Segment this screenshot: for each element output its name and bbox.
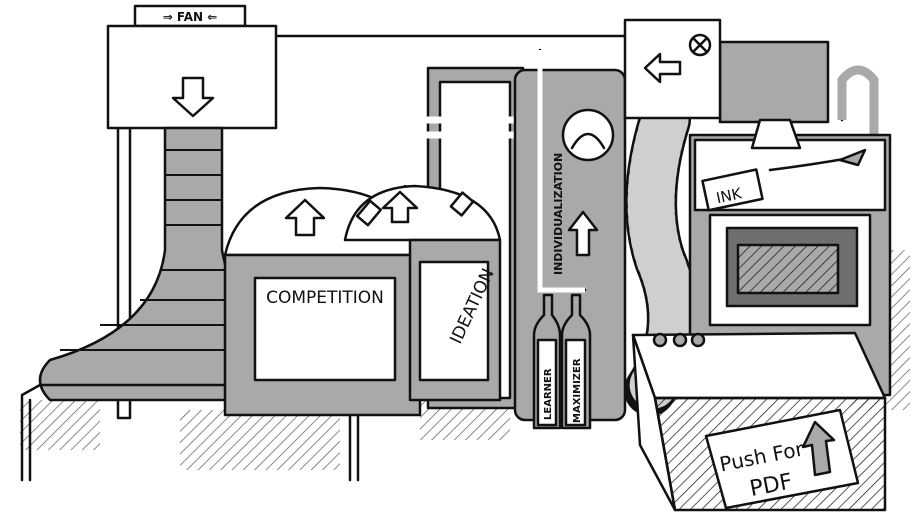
push-for-pdf-button[interactable]: Push For PDF: [704, 408, 860, 510]
fan-label: ⇒ FAN ⇐: [163, 10, 218, 24]
ideation-tank: IDEATION: [343, 184, 502, 402]
pipes: [296, 65, 879, 192]
fan-unit: ⇒ FAN ⇐: [106, 4, 278, 130]
competition-label: COMPETITION: [266, 288, 384, 308]
ink-label: INK: [715, 184, 745, 207]
individualization-label: INDIVIDUALIZATION: [552, 153, 565, 275]
competition-tank: COMPETITION: [223, 186, 422, 417]
control-box: [623, 18, 830, 124]
learner-label: LEARNER: [543, 368, 554, 420]
bottles: LEARNER MAXIMIZER: [532, 293, 592, 430]
arrow-up-icon: [284, 198, 326, 237]
arrow-up-icon: [801, 420, 836, 477]
arrow-up-icon: [567, 210, 599, 257]
arrow-down-icon: [171, 76, 215, 118]
arrow-up-icon: [381, 190, 419, 224]
maximizer-label: MAXIMIZER: [572, 358, 583, 423]
arrow-left-icon: [643, 52, 682, 84]
